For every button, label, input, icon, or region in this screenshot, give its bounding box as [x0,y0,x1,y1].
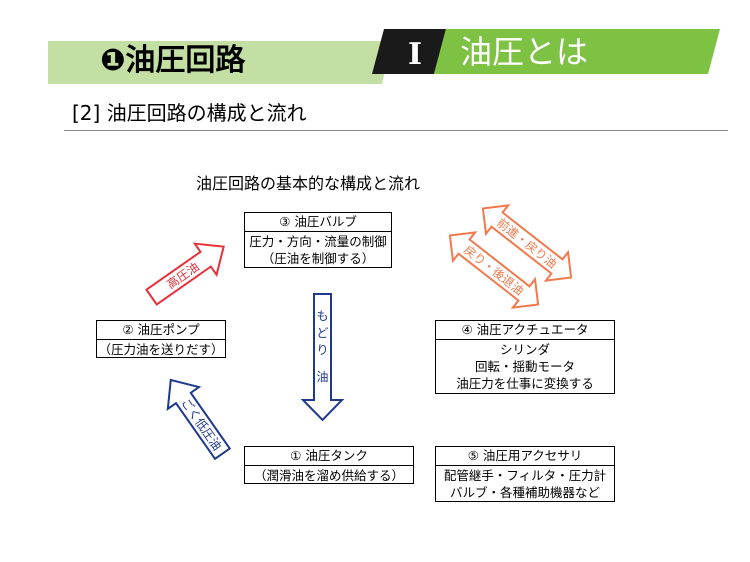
accessory-line-1: 配管継手・フィルタ・圧力計 [443,468,607,483]
low-pressure-arrow: ごく低圧油 [166,378,232,461]
tank-line-1: （潤滑油を溜め供給する） [253,468,404,483]
actuator-line-2: 回転・揺動モータ [474,359,575,374]
forward-return-label: 前進・戻り油 [494,215,560,271]
banner-roman-band [372,29,446,74]
low-pressure-label: ごく低圧油 [178,395,225,453]
return-arrow: も ど り 油 [300,293,345,422]
high-pressure-arrow: 高圧油 [145,242,225,306]
valve-box: ③ 油圧バルブ 圧力・方向・流量の制御 （圧油を制御する） [244,212,392,268]
pump-box: ② 油圧ポンプ （圧力油を送りだす） [96,320,226,358]
chapter-roman-numeral: Ⅰ [407,37,423,72]
actuator-line-1: シリンダ [499,342,550,357]
tank-box: ① 油圧タンク （潤滑油を溜め供給する） [244,446,414,484]
actuator-head: ④ 油圧アクチュエータ [436,321,614,340]
return-backward-label: 戻り・後退油 [461,243,526,298]
section-divider [64,130,728,131]
accessory-line-2: バルブ・各種補助機器など [449,485,600,500]
actuator-line-3: 油圧力を仕事に変換する [456,376,594,391]
section-title: [2] 油圧回路の構成と流れ [72,101,307,125]
actuator-box: ④ 油圧アクチュエータ シリンダ 回転・揺動モータ 油圧力を仕事に変換する [435,320,615,394]
header-banner [48,29,720,84]
banner-left-band [48,41,392,84]
chapter-title: ❶油圧回路 [100,43,246,78]
valve-line-2: （圧油を制御する） [261,251,375,266]
banner-right-band [434,29,720,74]
diagram-title: 油圧回路の基本的な構成と流れ [196,174,421,193]
return-label-4: 油 [316,370,328,384]
return-label-2: ど [316,326,328,340]
return-label-3: り [316,343,328,357]
pump-line-1: （圧力油を送りだす） [98,342,224,357]
return-label-1: も [316,309,328,323]
chapter-subtitle: 油圧とは [460,33,589,71]
pump-head: ② 油圧ポンプ [97,321,225,340]
accessory-box: ⑤ 油圧用アクセサリ 配管継手・フィルタ・圧力計 バルブ・各種補助機器など [435,446,615,502]
valve-head: ③ 油圧バルブ [245,213,391,232]
valve-line-1: 圧力・方向・流量の制御 [249,234,387,249]
accessory-head: ⑤ 油圧用アクセサリ [436,447,614,466]
tank-head: ① 油圧タンク [245,447,413,466]
